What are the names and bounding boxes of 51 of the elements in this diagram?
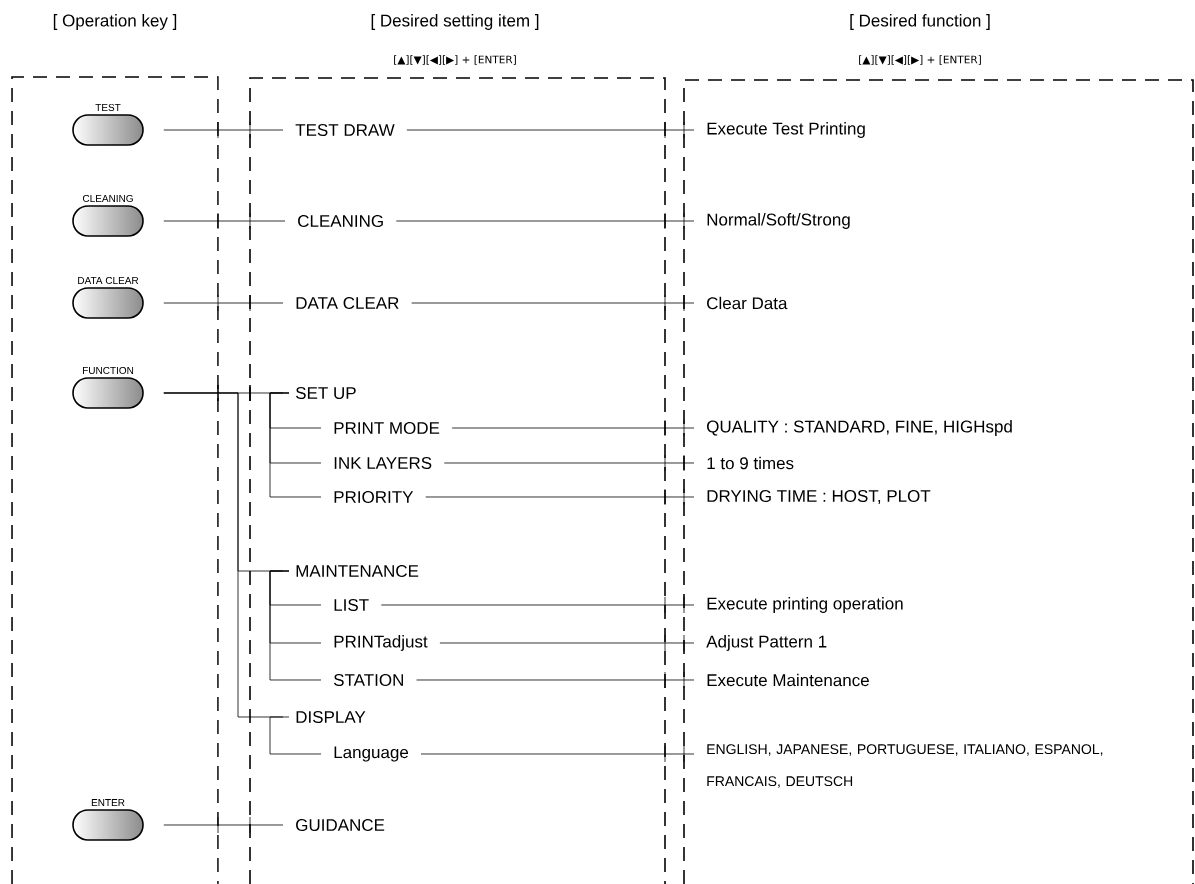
connector-line	[380, 596, 695, 614]
connector-line	[406, 121, 695, 139]
node-label: TEST	[95, 103, 121, 111]
connector-line	[411, 294, 695, 312]
setting-item: SET UP	[296, 387, 356, 399]
setting-item: DATA CLEAR	[296, 297, 399, 310]
setting-item: STATION	[334, 674, 403, 686]
connector-line	[163, 212, 286, 230]
function-text: DRYING TIME : HOST, PLOT	[707, 489, 931, 505]
setting-item: GUIDANCE	[296, 819, 385, 831]
node-label: FUNCTION	[82, 366, 134, 374]
function-text: QUALITY : STANDARD, FINE, HIGHspd	[707, 420, 1012, 436]
node-label: DATA CLEAR	[78, 276, 139, 284]
key-button: CLEANING	[72, 194, 144, 237]
connector-line	[451, 419, 695, 437]
function-text: Normal/Soft/Strong	[707, 213, 850, 229]
function-text: Clear Data	[707, 296, 788, 310]
setting-item: PRINT MODE	[334, 422, 440, 434]
connector-line	[425, 488, 695, 506]
setting-item: TEST DRAW	[295, 124, 395, 137]
key-button: ENTER	[72, 799, 144, 841]
connector-line	[395, 212, 695, 230]
function-text: Execute Maintenance	[707, 673, 869, 687]
setting-item: PRINTadjust	[334, 635, 428, 651]
setting-item: Language	[334, 746, 409, 762]
connector-line	[439, 634, 695, 652]
connector-line	[443, 454, 695, 472]
function-text: Adjust Pattern 1	[706, 635, 827, 651]
setting-item: INK LAYERS	[334, 457, 432, 469]
key-button: TEST	[72, 103, 144, 146]
setting-item: CLEANING	[298, 215, 383, 228]
function-text: Execute Test Printing	[707, 122, 865, 138]
connector-line	[416, 671, 695, 689]
connector-line	[269, 392, 322, 498]
connector-line	[163, 121, 284, 139]
connector-line	[420, 745, 695, 763]
function-text: 1 to 9 times	[707, 456, 794, 470]
key-button: DATA CLEAR	[72, 276, 144, 319]
node-label: CLEANING	[82, 194, 133, 202]
function-text: Execute printing operation	[707, 597, 903, 613]
setting-item: LIST	[334, 599, 369, 611]
connector-line	[163, 294, 284, 312]
node-label: ENTER	[91, 799, 125, 806]
setting-item: MAINTENANCE	[296, 565, 419, 577]
key-button: FUNCTION	[72, 366, 144, 409]
setting-item: PRIORITY	[334, 491, 414, 503]
connector-line	[163, 816, 284, 834]
connector-line	[269, 716, 322, 755]
connector-line	[269, 570, 322, 681]
function-text: ENGLISH, JAPANESE, PORTUGUESE, ITALIANO, ESPANOL, FRANCAIS, DEUTSCH	[707, 744, 1103, 788]
setting-item: DISPLAY	[296, 711, 366, 723]
